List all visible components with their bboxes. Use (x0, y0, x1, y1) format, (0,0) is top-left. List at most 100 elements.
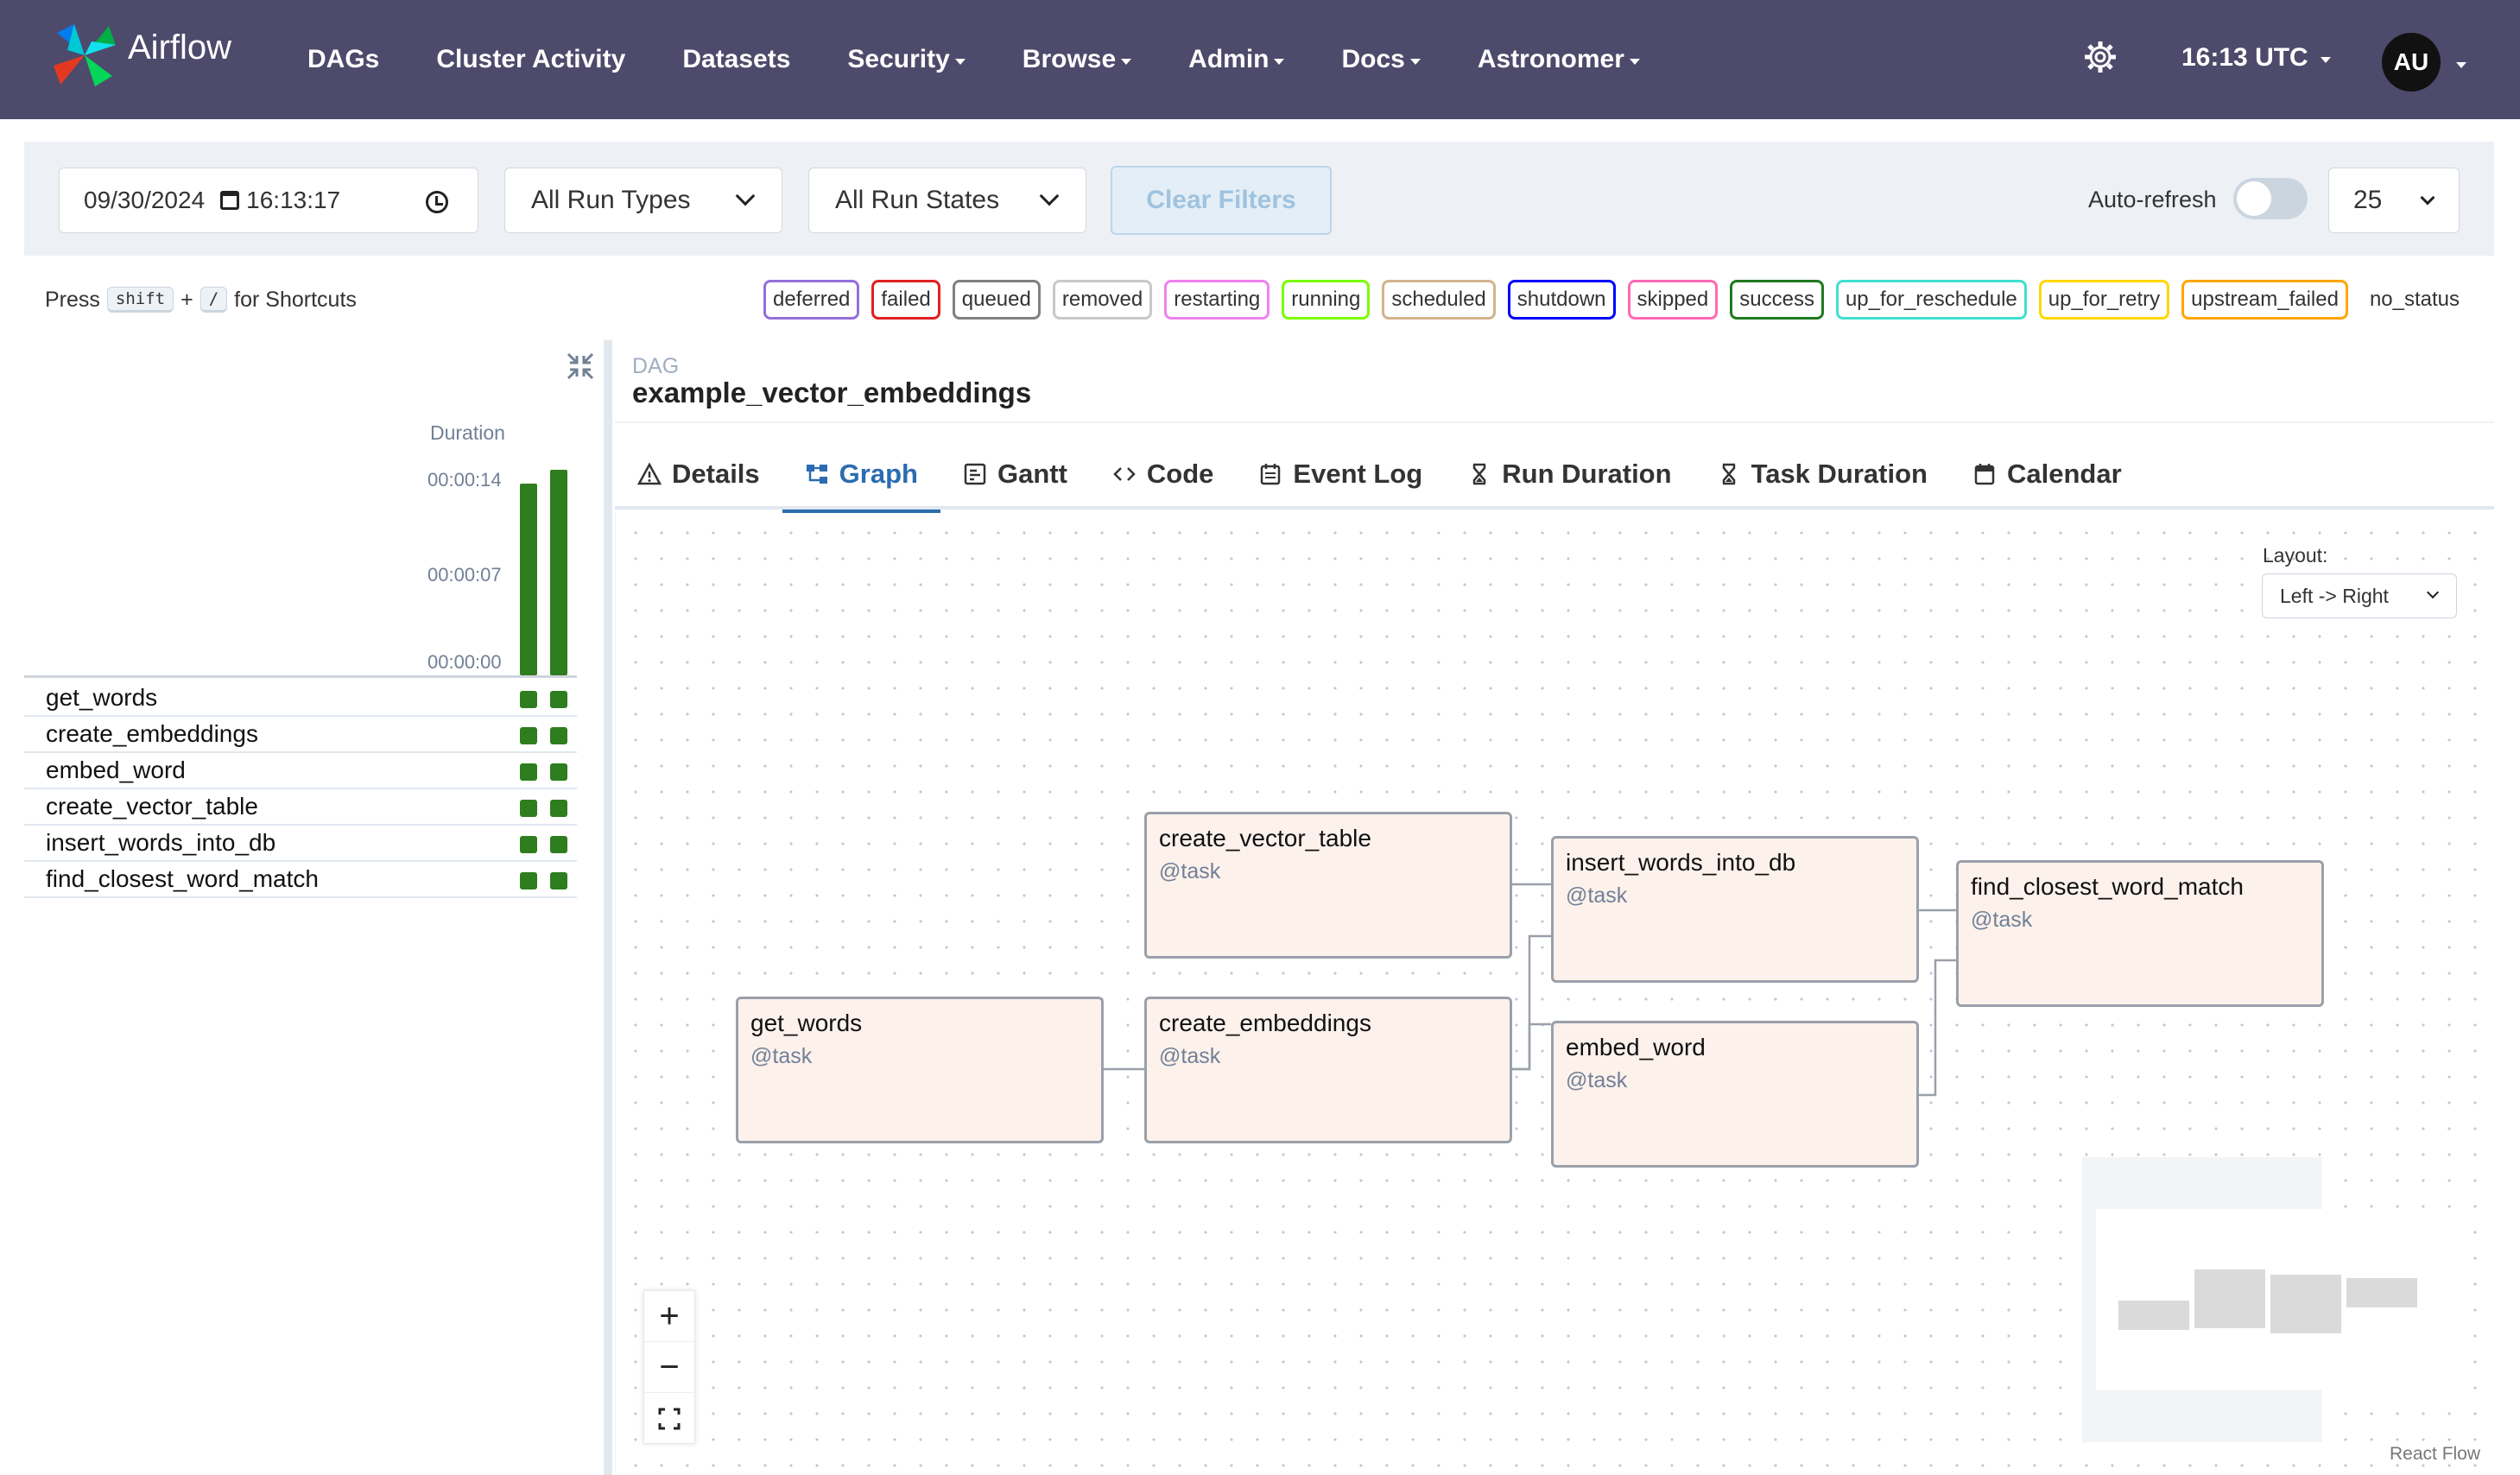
duration-tick-min: 00:00:00 (427, 651, 502, 673)
caret-down-icon (954, 58, 966, 65)
task-row[interactable]: create_vector_table (24, 789, 577, 826)
legend-running[interactable]: running (1282, 280, 1371, 320)
tab-task-duration-label: Task Duration (1751, 459, 1928, 489)
task-name[interactable]: find_closest_word_match (46, 865, 319, 892)
collapse-icon[interactable] (565, 351, 596, 382)
legend-restarting[interactable]: restarting (1164, 280, 1270, 320)
auto-refresh-toggle[interactable] (2233, 178, 2308, 219)
legend-upstream-failed[interactable]: upstream_failed (2181, 280, 2348, 320)
task-instance-status[interactable] (550, 800, 567, 817)
task-instance-status[interactable] (550, 872, 567, 889)
airflow-logo-icon (54, 24, 116, 86)
legend-up-for-reschedule[interactable]: up_for_reschedule (1835, 280, 2027, 320)
legend-removed[interactable]: removed (1052, 280, 1153, 320)
graph-edges (1104, 883, 1956, 1097)
edge-create-embeddings-embed-word (1510, 1022, 1551, 1071)
legend-shutdown[interactable]: shutdown (1507, 280, 1616, 320)
run-duration-bar[interactable] (550, 470, 567, 675)
legend-deferred[interactable]: deferred (763, 280, 860, 320)
legend-scheduled[interactable]: scheduled (1382, 280, 1496, 320)
task-instance-status[interactable] (550, 727, 567, 744)
zoom-controls: + − (643, 1290, 695, 1444)
zoom-out-button[interactable]: − (644, 1342, 694, 1393)
task-node-create-embeddings[interactable]: create_embeddings @task (1144, 997, 1512, 1143)
legend-success[interactable]: success (1730, 280, 1824, 320)
nav-docs[interactable]: Docs (1341, 45, 1421, 74)
nav-browse[interactable]: Browse (1023, 45, 1132, 74)
minimap[interactable] (2082, 1157, 2454, 1442)
toggle-knob (2237, 181, 2271, 216)
task-row[interactable]: insert_words_into_db (24, 826, 577, 862)
tab-gantt[interactable]: Gantt (940, 439, 1090, 510)
task-instance-status[interactable] (520, 763, 537, 781)
run-states-select[interactable]: All Run States (808, 168, 1086, 233)
task-node-find-closest-word-match[interactable]: find_closest_word_match @task (1956, 860, 2324, 1007)
nav-dags[interactable]: DAGs (307, 45, 379, 74)
zoom-in-button[interactable]: + (644, 1291, 694, 1342)
task-name[interactable]: create_vector_table (46, 793, 258, 820)
task-instance-status[interactable] (520, 727, 537, 744)
legend-up-for-retry[interactable]: up_for_retry (2038, 280, 2170, 320)
legend-queued[interactable]: queued (952, 280, 1041, 320)
task-instance-status[interactable] (520, 800, 537, 817)
panel-divider[interactable] (604, 340, 612, 1475)
run-types-select[interactable]: All Run Types (504, 168, 782, 233)
tab-graph[interactable]: Graph (782, 439, 941, 513)
task-name[interactable]: embed_word (46, 756, 186, 783)
nav-admin[interactable]: Admin (1188, 45, 1285, 74)
task-node-create-vector-table[interactable]: create_vector_table @task (1144, 812, 1512, 959)
auto-refresh-label: Auto-refresh (2088, 187, 2217, 212)
run-duration-bar[interactable] (520, 484, 537, 675)
legend-no-status[interactable]: no_status (2359, 280, 2470, 320)
tab-calendar[interactable]: Calendar (1950, 439, 2144, 510)
task-instance-status[interactable] (520, 691, 537, 708)
task-node-insert-words-into-db[interactable]: insert_words_into_db @task (1551, 836, 1919, 983)
task-row[interactable]: get_words (24, 681, 577, 717)
graph-canvas[interactable]: Layout: Left -> Right create_vector_tabl… (615, 513, 2494, 1472)
task-row[interactable]: embed_word (24, 753, 577, 789)
clear-filters-button[interactable]: Clear Filters (1111, 166, 1332, 235)
tab-run-duration[interactable]: Run Duration (1445, 439, 1694, 510)
nav-astronomer[interactable]: Astronomer (1478, 45, 1640, 74)
task-instance-status[interactable] (550, 691, 567, 708)
dag-title[interactable]: example_vector_embeddings (632, 377, 1032, 408)
task-instance-status[interactable] (520, 836, 537, 853)
task-instance-status[interactable] (550, 836, 567, 853)
task-name[interactable]: create_embeddings (46, 720, 258, 747)
gear-icon[interactable] (2083, 40, 2118, 74)
avatar-caret-icon[interactable] (2456, 62, 2466, 68)
legend-failed[interactable]: failed (871, 280, 940, 320)
task-instance-status[interactable] (520, 872, 537, 889)
task-name[interactable]: get_words (46, 684, 158, 711)
chevron-down-icon (2420, 190, 2435, 206)
nav-datasets-label: Datasets (682, 45, 791, 73)
task-instance-status[interactable] (550, 763, 567, 781)
tab-details[interactable]: Details (615, 439, 782, 510)
react-flow-attribution[interactable]: React Flow (2390, 1444, 2481, 1464)
tab-event-log[interactable]: Event Log (1236, 439, 1445, 510)
legend-skipped[interactable]: skipped (1627, 280, 1719, 320)
tab-graph-label: Graph (839, 459, 918, 489)
task-node-embed-word[interactable]: embed_word @task (1551, 1021, 1919, 1168)
nav-security[interactable]: Security (847, 45, 966, 74)
task-name[interactable]: insert_words_into_db (46, 829, 276, 856)
clock-icon[interactable] (426, 191, 448, 213)
time-display[interactable]: 16:13 UTC (2181, 43, 2331, 73)
base-date-input[interactable]: 09/30/2024 16:13:17 (59, 168, 478, 233)
task-row[interactable]: create_embeddings (24, 717, 577, 753)
tab-task-duration[interactable]: Task Duration (1694, 439, 1950, 510)
page-size-select[interactable]: 25 (2328, 168, 2460, 233)
nav-cluster-activity[interactable]: Cluster Activity (436, 45, 625, 74)
nav-datasets[interactable]: Datasets (682, 45, 790, 74)
task-row[interactable]: find_closest_word_match (24, 862, 577, 898)
layout-select[interactable]: Left -> Right (2262, 573, 2457, 618)
tab-code-label: Code (1146, 459, 1214, 489)
calendar-icon (220, 191, 240, 210)
task-node-get-words[interactable]: get_words @task (736, 997, 1104, 1143)
minimap-node (2194, 1299, 2265, 1328)
avatar[interactable]: AU (2382, 33, 2441, 92)
airflow-brand[interactable]: Airflow (48, 19, 231, 92)
tab-code[interactable]: Code (1090, 439, 1237, 510)
fit-view-button[interactable] (644, 1393, 694, 1444)
chevron-down-icon (1039, 186, 1060, 206)
